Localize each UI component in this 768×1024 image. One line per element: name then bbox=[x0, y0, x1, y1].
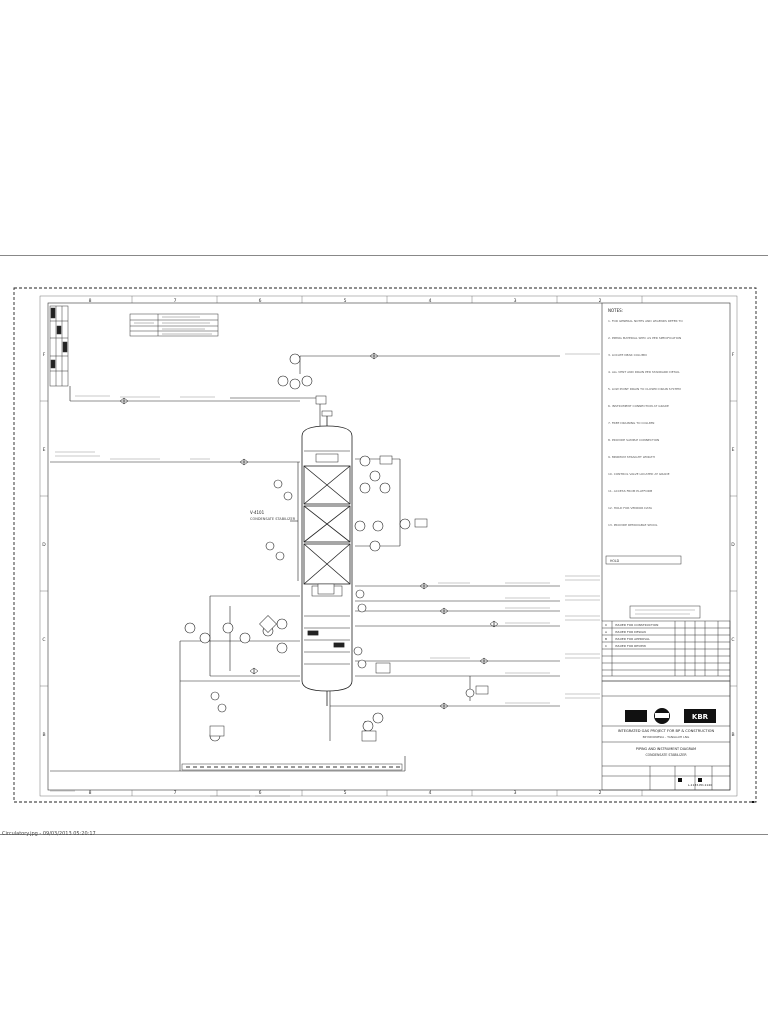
revision-number: 0 bbox=[605, 623, 607, 627]
notes-heading: NOTES: bbox=[608, 308, 623, 313]
zone-label: 4 bbox=[429, 298, 432, 304]
zone-ticks bbox=[40, 296, 737, 796]
drawing-number: L-1133-PD-1140 bbox=[688, 783, 712, 787]
zone-label: 2 bbox=[599, 790, 602, 796]
note-line: 6. INSTRUMENT CONNECTION AT GRADE bbox=[608, 404, 669, 408]
note-line: 3. LOCATE NEAR COLUMN bbox=[608, 353, 647, 357]
zone-label: 7 bbox=[174, 790, 177, 796]
zone-labels-left: F E D C B bbox=[42, 352, 46, 738]
zone-label: 8 bbox=[89, 790, 92, 796]
inner-frame bbox=[47, 302, 731, 791]
zone-frame bbox=[39, 295, 738, 797]
outer-frame bbox=[13, 287, 757, 803]
drawing-title: PIPING AND INSTRUMENT DIAGRAM bbox=[636, 747, 696, 751]
hold-box-text: HOLD bbox=[610, 559, 620, 563]
note-line: 8. PROVIDE SAMPLE CONNECTION bbox=[608, 438, 659, 442]
zone-label: C bbox=[731, 637, 734, 643]
zone-labels-bottom: 8 7 6 5 4 3 2 bbox=[89, 790, 602, 796]
zone-label: 7 bbox=[174, 298, 177, 304]
project-subtitle: BP INDONESIA - TANGGUH LNG bbox=[643, 735, 690, 739]
logos: KBR bbox=[625, 708, 716, 724]
zone-label: C bbox=[42, 637, 45, 643]
zone-labels-top: 8 7 6 5 4 3 2 bbox=[89, 298, 602, 304]
drain-trench bbox=[181, 763, 403, 771]
revision-number: B bbox=[605, 637, 607, 641]
zone-label: E bbox=[43, 447, 46, 453]
left-legend-strip bbox=[49, 305, 69, 387]
note-line: 12. HOLD FOR VENDOR DATA bbox=[608, 506, 653, 510]
kbr-logo-text: KBR bbox=[692, 713, 709, 721]
valve-symbols bbox=[119, 352, 499, 710]
tag-info-table bbox=[129, 313, 219, 337]
drawing-subtitle: CONDENSATE STABILIZER bbox=[645, 753, 687, 757]
client-logo bbox=[625, 710, 647, 722]
kbr-logo bbox=[684, 709, 716, 723]
zone-label: B bbox=[731, 732, 734, 738]
revision-rows: 0 ISSUED FOR CONSTRUCTION A ISSUED FOR DESI… bbox=[605, 623, 658, 648]
zone-label: 3 bbox=[514, 298, 517, 304]
note-line: 1. FOR GENERAL NOTES AND LEGENDS REFER T… bbox=[608, 319, 683, 323]
revision-description: ISSUED FOR CONSTRUCTION bbox=[615, 623, 658, 627]
revision-number: C bbox=[605, 644, 607, 648]
revision-description: ISSUED FOR REVIEW bbox=[615, 644, 646, 648]
pid-diagram: 8 7 6 5 4 3 2 8 7 6 5 4 3 2 F E D C B F … bbox=[13, 287, 757, 803]
zone-label: 2 bbox=[599, 298, 602, 304]
zone-label: E bbox=[732, 447, 735, 453]
zone-label: 4 bbox=[429, 790, 432, 796]
note-line: 7. FREE DRAINING TO COLUMN bbox=[608, 421, 654, 425]
drawing-sheet: 8 7 6 5 4 3 2 8 7 6 5 4 3 2 F E D C B F … bbox=[0, 255, 768, 835]
instrument-bubbles bbox=[184, 353, 475, 742]
zone-label: 5 bbox=[344, 298, 347, 304]
instrument-boxes bbox=[209, 395, 489, 742]
zone-labels-right: F E D C B bbox=[731, 352, 735, 738]
note-line: 13. PROVIDE REMOVABLE SPOOL bbox=[608, 523, 658, 527]
process-lines bbox=[50, 355, 560, 772]
zone-label: F bbox=[732, 352, 735, 358]
zone-label: F bbox=[43, 352, 46, 358]
revision-number: A bbox=[605, 630, 608, 634]
note-line: 9. MINIMUM STRAIGHT LENGTH bbox=[608, 455, 655, 459]
revision-table bbox=[601, 620, 731, 682]
title-block bbox=[601, 680, 731, 791]
note-line: 4. ALL VENT AND DRAIN PER STANDARD DETAI… bbox=[608, 370, 680, 374]
file-footer: Circulatory.jpg - 09/03/2013 05:20:17 bbox=[2, 831, 96, 837]
zone-label: D bbox=[42, 542, 46, 548]
zone-label: 3 bbox=[514, 790, 517, 796]
zone-label: B bbox=[42, 732, 45, 738]
note-line: 11. ACCESS FROM PLATFORM bbox=[608, 489, 653, 493]
column-tag: V-4101 bbox=[250, 510, 265, 515]
zone-label: 8 bbox=[89, 298, 92, 304]
column-name: CONDENSATE STABILIZER bbox=[250, 517, 296, 521]
note-line: 10. CONTROL VALVE LOCATED AT GRADE bbox=[608, 472, 670, 476]
zone-label: 6 bbox=[259, 298, 262, 304]
zone-label: 5 bbox=[344, 790, 347, 796]
stabilizer-column bbox=[301, 410, 353, 706]
note-line: 5. LOW POINT DRAIN TO CLOSED DRAIN SYSTE… bbox=[608, 387, 681, 391]
revision-description: ISSUED FOR DESIGN bbox=[615, 630, 646, 634]
line-labels bbox=[50, 353, 600, 797]
notes-panel: NOTES: 1. FOR GENERAL NOTES AND LEGENDS … bbox=[601, 303, 701, 621]
revision-description: ISSUED FOR APPROVAL bbox=[615, 637, 650, 641]
note-line: 2. PIPING MATERIAL SPEC AS PER SPECIFICA… bbox=[608, 336, 681, 340]
project-title: INTEGRATED GAS PROJECT FOR BP & CONSTRUC… bbox=[618, 729, 715, 733]
zone-label: 6 bbox=[259, 790, 262, 796]
zone-label: D bbox=[731, 542, 735, 548]
title-block-marks bbox=[678, 778, 754, 803]
